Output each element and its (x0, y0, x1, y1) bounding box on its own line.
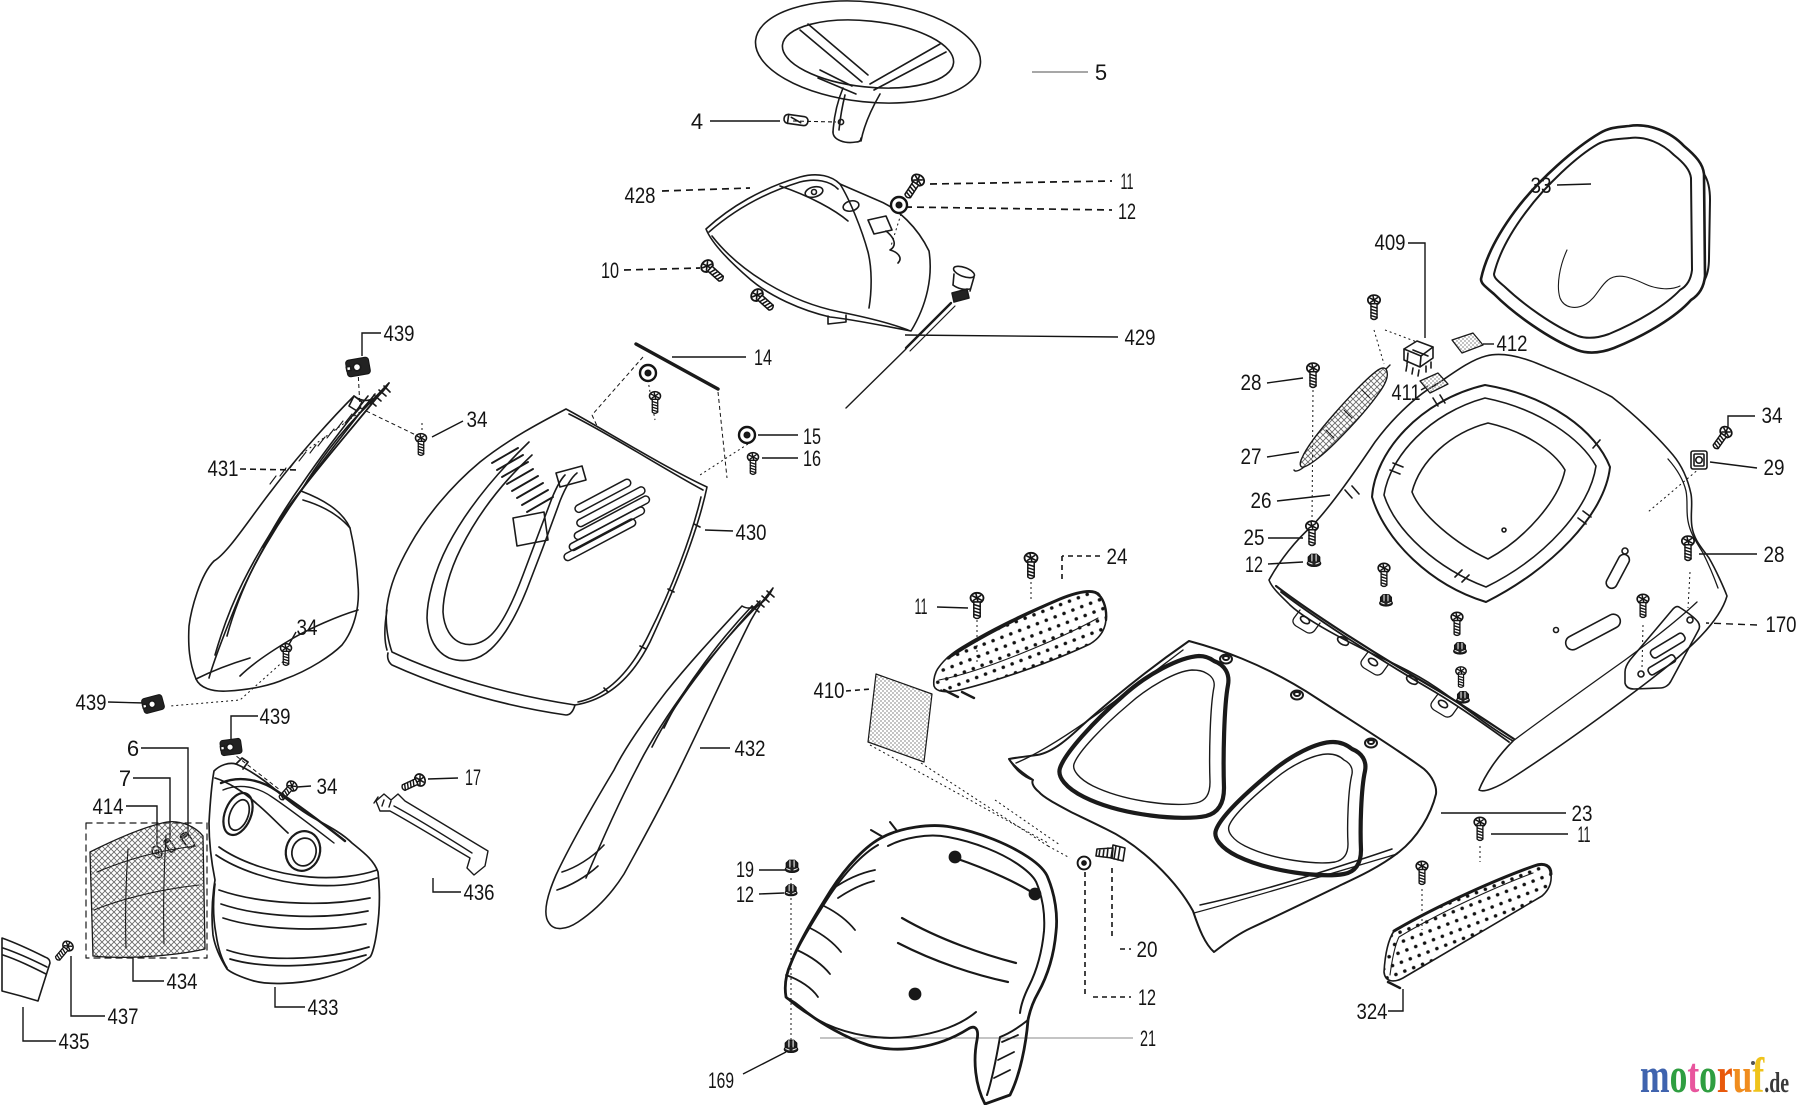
svg-text:169: 169 (708, 1068, 734, 1093)
svg-text:26: 26 (1251, 488, 1272, 513)
svg-text:11: 11 (915, 594, 928, 619)
svg-text:434: 434 (167, 969, 198, 994)
svg-text:33: 33 (1531, 173, 1552, 198)
svg-text:28: 28 (1241, 370, 1262, 395)
svg-text:motoruf.de: motoruf.de (1640, 1048, 1789, 1103)
svg-text:439: 439 (76, 690, 107, 715)
svg-text:428: 428 (625, 183, 656, 208)
svg-text:6: 6 (127, 736, 139, 761)
svg-text:19: 19 (736, 857, 754, 882)
svg-text:34: 34 (467, 407, 488, 432)
svg-text:12: 12 (1138, 985, 1156, 1010)
svg-text:430: 430 (736, 520, 767, 545)
svg-text:12: 12 (736, 882, 754, 907)
svg-text:16: 16 (803, 446, 821, 471)
svg-text:20: 20 (1137, 937, 1158, 962)
svg-text:7: 7 (119, 766, 131, 791)
svg-text:34: 34 (1762, 403, 1783, 428)
svg-text:21: 21 (1140, 1026, 1156, 1051)
svg-text:25: 25 (1244, 525, 1265, 550)
svg-text:410: 410 (814, 678, 845, 703)
svg-text:429: 429 (1125, 325, 1156, 350)
svg-text:411: 411 (1392, 380, 1421, 405)
svg-text:436: 436 (464, 880, 495, 905)
svg-text:29: 29 (1764, 455, 1785, 480)
svg-text:432: 432 (735, 736, 766, 761)
svg-text:15: 15 (803, 424, 821, 449)
svg-text:4: 4 (691, 109, 703, 134)
svg-text:14: 14 (754, 345, 772, 370)
svg-text:27: 27 (1241, 444, 1262, 469)
svg-text:431: 431 (208, 456, 239, 481)
svg-text:439: 439 (260, 704, 291, 729)
svg-text:12: 12 (1245, 552, 1263, 577)
svg-text:10: 10 (601, 258, 619, 283)
svg-text:439: 439 (384, 321, 415, 346)
svg-text:5: 5 (1095, 60, 1107, 85)
svg-text:34: 34 (317, 774, 338, 799)
svg-text:11: 11 (1578, 822, 1591, 847)
svg-text:24: 24 (1107, 544, 1128, 569)
svg-text:437: 437 (108, 1004, 139, 1029)
svg-text:414: 414 (93, 794, 124, 819)
svg-text:12: 12 (1118, 199, 1136, 224)
svg-text:409: 409 (1375, 230, 1406, 255)
svg-text:433: 433 (308, 995, 339, 1020)
svg-text:324: 324 (1357, 999, 1388, 1024)
svg-text:28: 28 (1764, 542, 1785, 567)
svg-text:435: 435 (59, 1029, 90, 1054)
svg-text:23: 23 (1572, 801, 1593, 826)
svg-text:17: 17 (465, 765, 481, 790)
svg-text:170: 170 (1766, 612, 1797, 637)
svg-text:412: 412 (1497, 331, 1528, 356)
svg-text:11: 11 (1121, 169, 1134, 194)
